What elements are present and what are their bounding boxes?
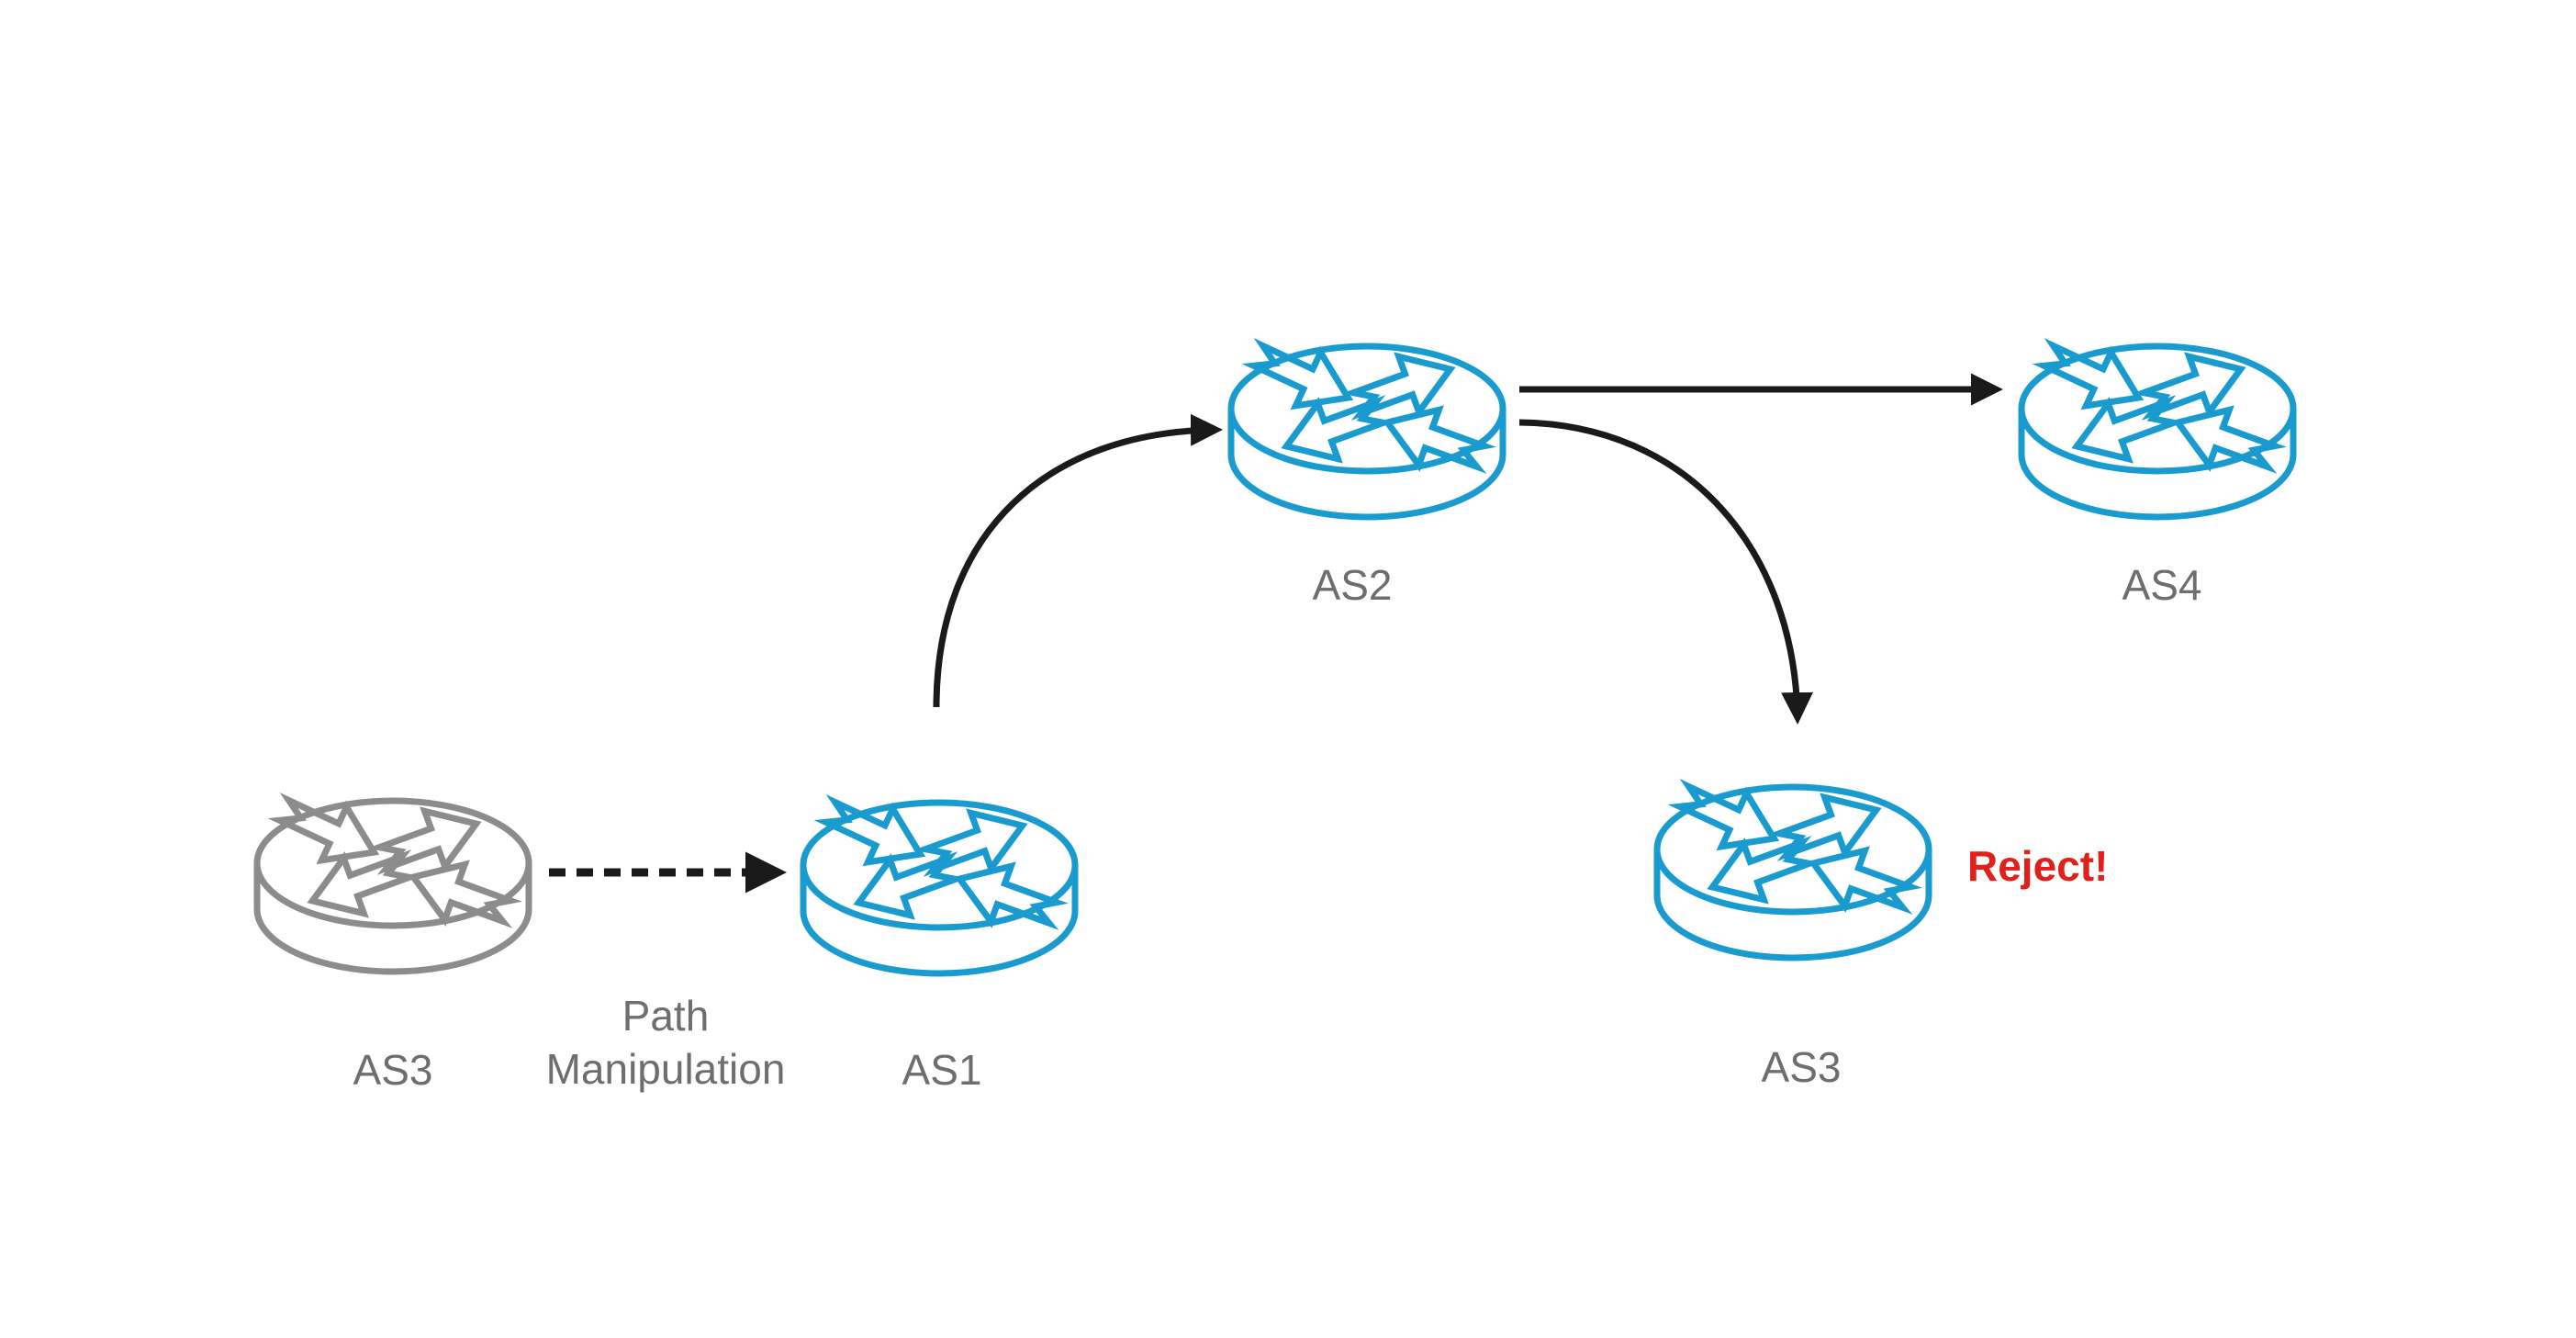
router-label-as4: AS4 xyxy=(2122,561,2202,609)
router-label-as3-reject: AS3 xyxy=(1761,1043,1842,1091)
router-label-as1: AS1 xyxy=(902,1046,982,1094)
edge-as1-as2 xyxy=(933,413,1223,708)
router-icon-as3-reject xyxy=(1657,770,1929,958)
router-icon-as3-origin xyxy=(257,783,529,972)
edge-label-line1: Path xyxy=(622,992,710,1040)
edge-label-line2: Manipulation xyxy=(545,1045,786,1093)
router-icon-as1 xyxy=(803,785,1075,973)
router-icon-as4 xyxy=(2022,329,2293,517)
edge-label-path-manipulation: Path Manipulation xyxy=(546,989,786,1096)
router-label-as3-origin: AS3 xyxy=(353,1046,433,1094)
router-icon-as2 xyxy=(1231,329,1503,517)
edge-as2-as3 xyxy=(1518,419,1814,725)
router-label-as2: AS2 xyxy=(1312,561,1393,609)
reject-label: Reject! xyxy=(1967,842,2109,890)
